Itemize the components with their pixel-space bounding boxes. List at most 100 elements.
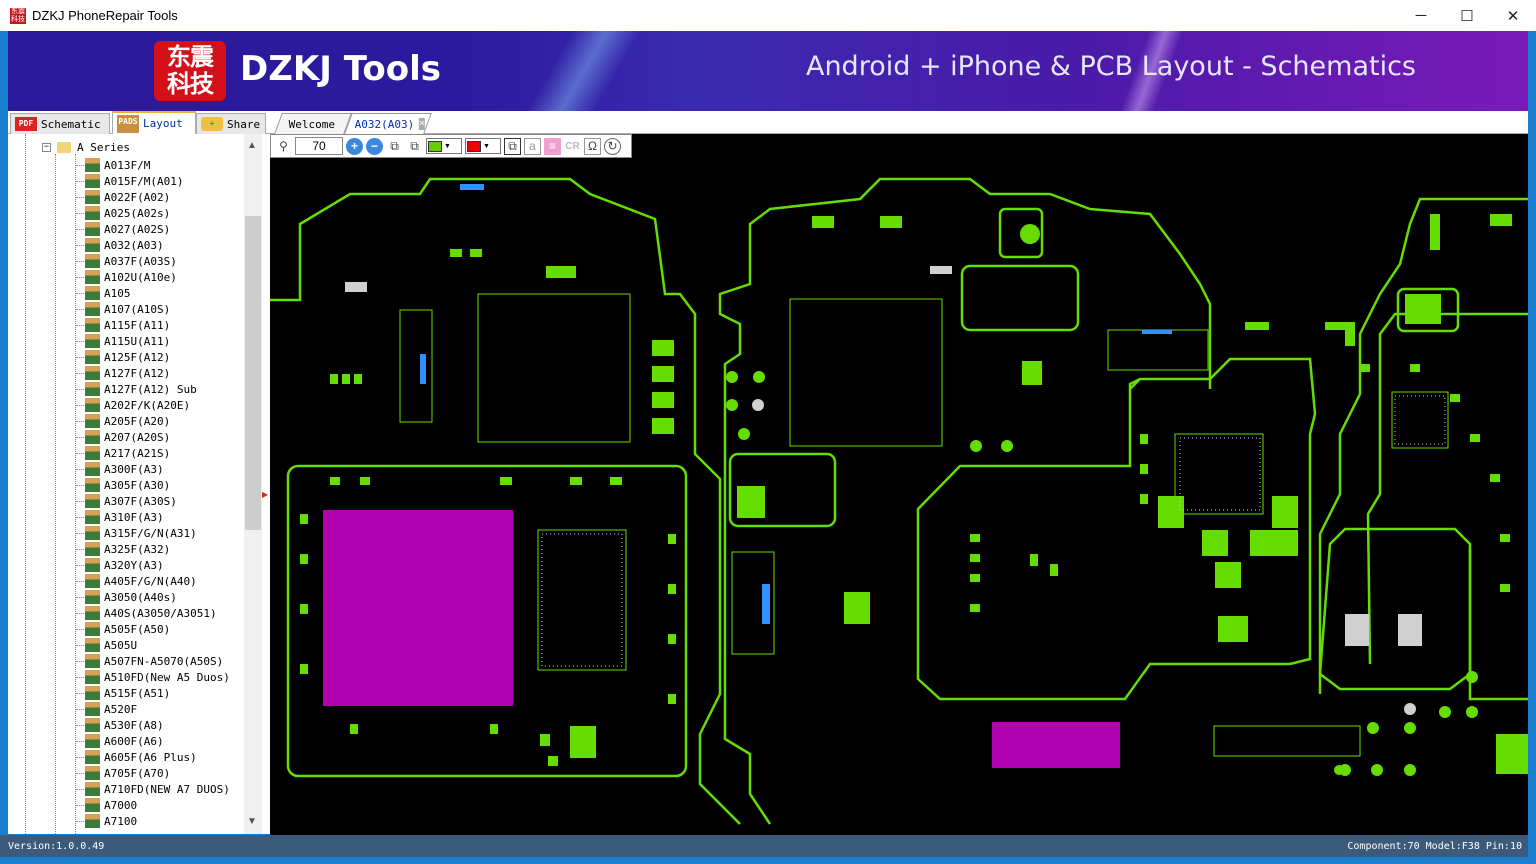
tab-welcome[interactable]: Welcome <box>274 113 352 134</box>
fill-color-picker[interactable]: ▼ <box>426 138 462 154</box>
tree-item[interactable]: A530F(A8) <box>76 717 164 733</box>
tree-item[interactable]: A107(A10S) <box>76 301 170 317</box>
tab-label: A032(A03) <box>354 117 415 131</box>
pads-file-icon <box>85 718 100 732</box>
scroll-down-icon[interactable]: ▼ <box>247 816 257 827</box>
zoom-out-icon[interactable]: − <box>366 137 383 155</box>
tree-connector <box>76 260 84 262</box>
tree-item[interactable]: A022F(A02) <box>76 189 170 205</box>
tree-item[interactable]: A505U <box>76 637 137 653</box>
bga-pad-grid <box>541 533 623 667</box>
tree-item[interactable]: A125F(A12) <box>76 349 170 365</box>
tree-item[interactable]: A305F(A30) <box>76 477 170 493</box>
tree-item[interactable]: A710FD(NEW A7 DUOS) <box>76 781 230 797</box>
tree-item[interactable]: A105 <box>76 285 131 301</box>
tree-connector <box>76 420 84 422</box>
tab-schematic[interactable]: PDF Schematic <box>10 113 110 134</box>
tree-node-label: A Series <box>77 141 130 154</box>
tree-item[interactable]: A037F(A03S) <box>76 253 177 269</box>
tree-item[interactable]: A325F(A32) <box>76 541 170 557</box>
reset-rotate-icon[interactable]: ↻ <box>604 137 621 155</box>
close-button[interactable]: ✕ <box>1506 7 1520 25</box>
tree-item[interactable]: A025(A02s) <box>76 205 170 221</box>
resistance-icon[interactable]: Ω <box>584 137 601 155</box>
tree-item[interactable]: A507FN-A5070(A50S) <box>76 653 223 669</box>
flip-vertical-icon[interactable]: ⧉ <box>410 138 419 153</box>
pads-file-icon <box>85 366 100 380</box>
text-toggle-icon[interactable]: a <box>524 137 541 155</box>
tree-connector <box>76 308 84 310</box>
pcb-canvas[interactable] <box>270 134 1528 835</box>
tree-item[interactable]: A115F(A11) <box>76 317 170 333</box>
tree-item[interactable]: A405F/G/N(A40) <box>76 573 197 589</box>
tree-item[interactable]: A027(A02S) <box>76 221 170 237</box>
tree-item[interactable]: A300F(A3) <box>76 461 164 477</box>
tree-item[interactable]: A115U(A11) <box>76 333 170 349</box>
tree-item[interactable]: A205F(A20) <box>76 413 170 429</box>
tree-item[interactable]: A515F(A51) <box>76 685 170 701</box>
tree-item[interactable]: A127F(A12) <box>76 365 170 381</box>
tree-item[interactable]: A315F/G/N(A31) <box>76 525 197 541</box>
tab-a032[interactable]: A032(A03)× <box>344 113 432 134</box>
tree-item[interactable]: A320Y(A3) <box>76 557 164 573</box>
pads-file-icon <box>85 158 100 172</box>
tree-item-label: A515F(A51) <box>104 686 171 700</box>
pads-file-icon <box>85 686 100 700</box>
tree-item[interactable]: A600F(A6) <box>76 733 164 749</box>
tab-label: Share <box>227 117 261 131</box>
tree-item[interactable]: A207(A20S) <box>76 429 170 445</box>
scroll-up-icon[interactable]: ▲ <box>247 140 257 151</box>
tree-item[interactable]: A013F/M <box>76 157 150 173</box>
search-icon[interactable]: ⚲ <box>279 139 288 153</box>
tree-item[interactable]: A505F(A50) <box>76 621 170 637</box>
tree-item[interactable]: A307F(A30S) <box>76 493 177 509</box>
ic-outline <box>477 293 631 443</box>
tree-item[interactable]: A7100 <box>76 813 137 829</box>
net-toggle-icon[interactable]: ≡ <box>544 137 561 155</box>
tree-item[interactable]: A7000 <box>76 797 137 813</box>
tab-share[interactable]: + Share <box>196 113 266 134</box>
tree-item[interactable]: A015F/M(A01) <box>76 173 183 189</box>
flip-horizontal-icon[interactable]: ⧉ <box>390 138 399 153</box>
zoom-in-icon[interactable]: + <box>346 137 363 155</box>
tree-node-a-series[interactable]: − A Series <box>42 141 130 154</box>
tab-layout[interactable]: PADS Layout <box>112 111 196 134</box>
tree-item-label: A305F(A30) <box>104 478 171 492</box>
collapse-icon[interactable]: − <box>42 142 51 152</box>
minimize-button[interactable]: ─ <box>1415 7 1427 24</box>
layers-icon[interactable]: ⧉ <box>504 137 521 155</box>
tree-item[interactable]: A202F/K(A20E) <box>76 397 190 413</box>
highlight-color-picker[interactable]: ▼ <box>465 138 501 154</box>
tree-item[interactable]: A40S(A3050/A3051) <box>76 605 217 621</box>
pads-file-icon <box>85 350 100 364</box>
tree-item-label: A022F(A02) <box>104 190 171 204</box>
maximize-button[interactable]: ☐ <box>1460 7 1474 25</box>
shield-outline <box>916 357 1317 701</box>
bga-pad-grid <box>1394 395 1446 445</box>
tree-item[interactable]: A127F(A12) Sub <box>76 381 197 397</box>
pads-file-icon <box>85 222 100 236</box>
collapse-arrow-icon[interactable]: ▶ <box>262 490 269 499</box>
tree-item[interactable]: A510FD(New A5 Duos) <box>76 669 230 685</box>
pads-file-icon <box>85 382 100 396</box>
tree-item[interactable]: A705F(A70) <box>76 765 170 781</box>
tree-connector <box>76 788 84 790</box>
tree-item[interactable]: A3050(A40s) <box>76 589 177 605</box>
tree-item[interactable]: A310F(A3) <box>76 509 164 525</box>
tree-scrollbar[interactable]: ▲ ▼ <box>244 134 262 834</box>
tree-item[interactable]: A520F <box>76 701 137 717</box>
zoom-level-input[interactable]: 70 <box>295 137 343 155</box>
tree-item[interactable]: A032(A03) <box>76 237 164 253</box>
tree-item[interactable]: A605F(A6 Plus) <box>76 749 197 765</box>
tree-item[interactable]: A102U(A10e) <box>76 269 177 285</box>
panel-splitter[interactable]: ▶ <box>262 134 270 834</box>
tree-item-label: A3050(A40s) <box>104 590 177 604</box>
tree-item[interactable]: A217(A21S) <box>76 445 170 461</box>
layout-toolbar: ⚲ 70 + − ⧉ ⧉ ▼ ▼ ⧉ a ≡ CR Ω ↻ <box>270 134 632 158</box>
cr-toggle-icon[interactable]: CR <box>565 140 580 152</box>
scrollbar-thumb[interactable] <box>245 216 261 530</box>
tree-item-label: A507FN-A5070(A50S) <box>104 654 224 668</box>
pads-file-icon <box>85 302 100 316</box>
close-tab-icon[interactable]: × <box>418 118 425 130</box>
tree-connector <box>76 532 84 534</box>
